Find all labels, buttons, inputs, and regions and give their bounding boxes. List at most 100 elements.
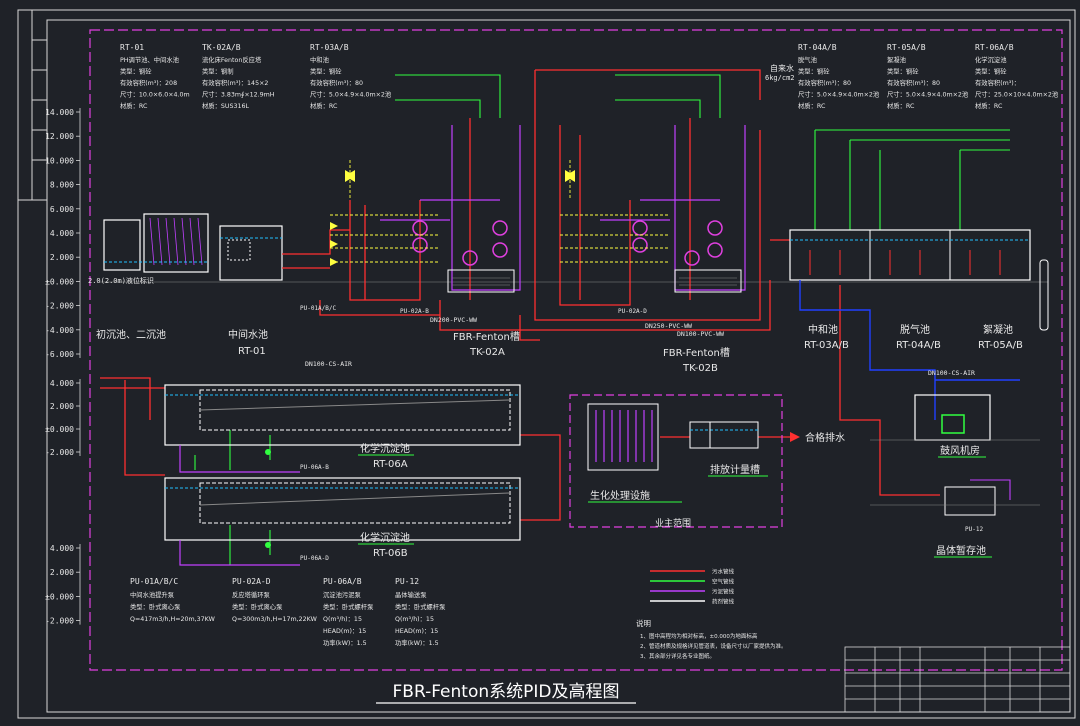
intermediate-tank-rt01 <box>219 225 283 281</box>
pipe-dn200: DN200-PVC-WW <box>430 316 477 324</box>
tag-rt05: RT-05A/B <box>978 340 1023 351</box>
outer-frame <box>17 9 1076 719</box>
label-fbr-a: FBR-Fenton槽 <box>453 330 520 343</box>
tag-tk02a: TK-02A <box>469 347 505 358</box>
spec-line: 尺寸：5.0×4.9×4.0m×2池 <box>798 90 880 99</box>
spec-line: 材质：RC <box>798 101 826 110</box>
spec-line: 有效容积(m³)：208 <box>120 78 177 87</box>
elevation-tick: 4.000 <box>50 544 74 553</box>
spec-tag: RT-01 <box>120 43 144 52</box>
pump-line: HEAD(m)：15 <box>395 628 438 635</box>
label-discharge-tank: 排放计量槽 <box>710 463 760 476</box>
pipe-dn100-cs: DN100-CS-AIR <box>305 360 352 368</box>
elevation-tick: ±0.000 <box>45 425 74 434</box>
tag-rt06a: RT-06A <box>373 459 408 470</box>
label-compliant-discharge: 合格排水 <box>805 431 845 444</box>
tag-pu02-a: PU-02A-B <box>400 308 429 315</box>
spec-line: 有效容积(m³)：80 <box>887 78 940 87</box>
label-degas: 脱气池 <box>900 323 930 336</box>
elevation-tick: ±0.000 <box>45 592 74 601</box>
spec-line: 有效容积(m³)：80 <box>310 78 363 87</box>
elevation-tick: 2.000 <box>50 402 74 411</box>
elevation-tick: 10.000 <box>45 156 74 165</box>
spec-line: 类型：钢砼 <box>887 67 919 76</box>
label-blower-house: 鼓风机房 <box>940 444 980 457</box>
blower-house <box>870 394 1040 441</box>
pipe-dn100-cs-blower: DN100-CS-AIR <box>928 369 975 377</box>
pump-line: 类型：卧式螺杆泵 <box>323 602 374 611</box>
crystal-storage-pit <box>870 479 1040 516</box>
wastewater-lines <box>100 69 940 521</box>
fbr-reactor-a <box>412 220 515 293</box>
spec-line: 材质：SUS316L <box>202 101 250 110</box>
title-block <box>844 646 1071 713</box>
tag-tk02b: TK-02B <box>682 363 718 374</box>
chemical-dosing-lines <box>330 160 670 263</box>
elevation-scale-bottom: 4.000 2.000 ±0.000 -2.000 <box>45 544 81 626</box>
label-neutralize: 中和池 <box>808 323 838 336</box>
elevation-tick: -2.000 <box>45 617 74 626</box>
spec-line: 材质：RC <box>887 101 915 110</box>
spec-tag: RT-06A/B <box>975 43 1014 52</box>
spec-line: 尺寸：5.0×4.9×4.0m×2池 <box>310 90 392 99</box>
remark-1: 1、图中高程均为相对标高，±0.000为地面标高 <box>640 632 758 640</box>
label-settling-b: 化学沉淀池 <box>360 531 410 544</box>
legend-label: 空气管线 <box>712 578 735 586</box>
settling-tank-rt06a <box>164 384 521 446</box>
pump-line: 中间水池提升泵 <box>130 590 175 599</box>
bio-treatment-boundary <box>569 394 783 528</box>
tag-pu01: PU-01A/B/C <box>300 305 337 312</box>
remark-heading: 说明 <box>636 618 651 628</box>
tag-pu12: PU-12 <box>965 526 983 533</box>
discharge-metering-tank <box>689 421 759 449</box>
pressure-label: 6kg/cm2 <box>765 74 795 82</box>
elevation-tick: -2.000 <box>45 448 74 457</box>
spec-line: 中和池 <box>310 55 330 64</box>
spec-line: 类型：钢砼 <box>798 67 830 76</box>
tag-rt03: RT-03A/B <box>804 340 849 351</box>
spec-line: 尺寸：3.83m∮×12.9mH <box>202 90 275 99</box>
recirculation-lines <box>380 125 746 291</box>
air-lines <box>194 74 1010 565</box>
spec-line: 尺寸：10.0×6.0×4.0m <box>120 90 190 99</box>
inner-frame <box>46 19 1071 713</box>
spec-line: 絮凝池 <box>887 55 907 64</box>
pump-line: Q(m³/h)：15 <box>323 616 362 623</box>
pump-tag: PU-06A/B <box>323 577 362 586</box>
pump-line: Q=417m3/h,H=20m,37KW <box>130 616 216 623</box>
drawing-boundary <box>89 29 1063 671</box>
elevation-tick: -2.000 <box>45 302 74 311</box>
pump-tag: PU-12 <box>395 577 419 586</box>
tag-pu06b: PU-06A-D <box>300 555 329 562</box>
pump-line: HEAD(m)：15 <box>323 628 366 635</box>
elevation-tick: 6.000 <box>50 205 74 214</box>
elevation-tick: 14.000 <box>45 108 74 117</box>
tag-pu02-b: PU-02A-D <box>618 308 647 315</box>
tag-rt01: RT-01 <box>238 346 266 357</box>
elevation-tick: 4.000 <box>50 379 74 388</box>
clarifier-tank <box>103 213 209 273</box>
pump-line: 晶体输送泵 <box>395 590 427 599</box>
elevation-tick: 2.000 <box>50 568 74 577</box>
spec-line: 化学沉淀池 <box>975 55 1007 64</box>
elevation-tick: 8.000 <box>50 181 74 190</box>
label-fbr-b: FBR-Fenton槽 <box>663 346 730 359</box>
pump-line: 功率(kW)：1.5 <box>395 638 439 647</box>
label-settling-a: 化学沉淀池 <box>360 442 410 455</box>
spec-line: 类型：钢砼 <box>120 67 152 76</box>
tag-rt04: RT-04A/B <box>896 340 941 351</box>
remark-2: 2、管道材质及规格详见管道表，设备尺寸以厂家提供为准。 <box>640 642 787 650</box>
legend-label: 污水管线 <box>712 568 735 576</box>
spec-line: 有效容积(m³)：80 <box>798 78 851 87</box>
elevation-tick: -6.000 <box>45 350 74 359</box>
spec-line: 类型：钢制 <box>202 67 233 76</box>
legend-label: 药剂管线 <box>712 598 735 606</box>
pump-line: Q=300m3/h,H=17m,22KW <box>232 616 318 623</box>
elevation-tick: 2.000 <box>50 253 74 262</box>
pump-line: 功率(kW)：1.5 <box>323 638 367 647</box>
pipe-dn100-pvc: DN100-PVC-WW <box>677 330 724 338</box>
spec-line: PH调节池、中间水池 <box>120 55 180 64</box>
spec-line: 类型：钢砼 <box>975 67 1007 76</box>
spec-line: 材质：RC <box>120 101 148 110</box>
